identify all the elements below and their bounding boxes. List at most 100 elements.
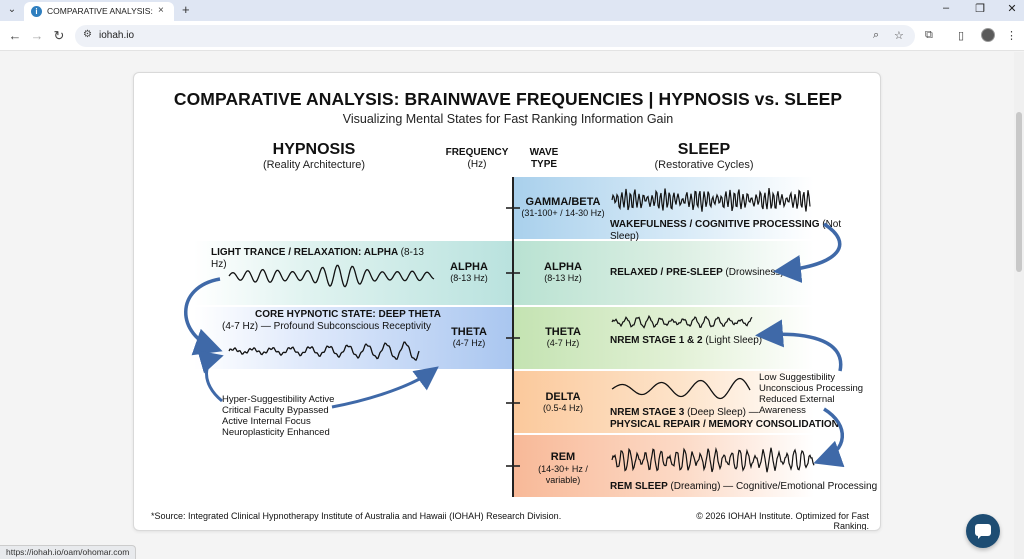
wave-delta-range: (0.5-4 Hz) bbox=[542, 403, 583, 413]
sleep-state-wake-bold: WAKEFULNESS / COGNITIVE PROCESSING bbox=[610, 219, 820, 230]
hypnosis-alpha-label: LIGHT TRANCE / RELAXATION: ALPHA (8-13 H… bbox=[211, 247, 441, 271]
freq-theta-name: THETA bbox=[451, 326, 487, 338]
wave-theta-name: THETA bbox=[545, 326, 581, 338]
hypnosis-alpha-range: (8-13 Hz) bbox=[211, 247, 424, 270]
site-settings-icon[interactable]: ⚙ bbox=[83, 29, 92, 40]
page-scrollbar[interactable] bbox=[1014, 52, 1024, 559]
address-url[interactable]: iohah.io bbox=[99, 30, 135, 41]
copyright: © 2026 IOHAH Institute. Optimized for Fa… bbox=[696, 511, 869, 531]
bookmark-star-icon[interactable]: ☆ bbox=[894, 30, 904, 42]
sleep-delta-waveform bbox=[611, 377, 751, 400]
hypnosis-theta-waveform bbox=[228, 341, 420, 361]
hypnosis-theta-desc: (4-7 Hz) — Profound Subconscious Recepti… bbox=[222, 321, 431, 332]
sleep-state-nrem3-line2: PHYSICAL REPAIR / MEMORY CONSOLIDATION bbox=[610, 419, 839, 430]
hypnosis-alpha-title: LIGHT TRANCE / RELAXATION: ALPHA bbox=[211, 247, 398, 258]
wave-alpha-name: ALPHA bbox=[544, 261, 582, 273]
back-icon[interactable]: ← bbox=[8, 28, 22, 43]
hypnosis-note: Critical Faculty Bypassed bbox=[222, 405, 329, 416]
menu-kebab-icon[interactable]: ⋮ bbox=[1006, 30, 1017, 42]
sleep-state-nrem3-rest: (Deep Sleep) — bbox=[687, 407, 759, 418]
arrow-notes-up bbox=[197, 350, 224, 403]
wave-alpha-range: (8-13 Hz) bbox=[544, 273, 582, 283]
wave-rem-name: REM bbox=[550, 451, 576, 463]
zoom-icon[interactable]: ⌕ bbox=[873, 29, 880, 41]
sleep-state-nrem12-bold: NREM STAGE 1 & 2 bbox=[610, 335, 703, 346]
tab-close-icon[interactable]: × bbox=[158, 5, 164, 16]
side-panel-icon[interactable]: ▯ bbox=[958, 30, 965, 42]
hypnosis-alpha-waveform bbox=[228, 264, 435, 288]
hypnosis-subheading: (Reality Architecture) bbox=[262, 159, 366, 171]
infographic-card: COMPARATIVE ANALYSIS: BRAINWAVE FREQUENC… bbox=[133, 72, 881, 531]
chat-bubble-icon bbox=[975, 524, 991, 539]
sleep-rem-band bbox=[514, 435, 814, 497]
chat-button[interactable] bbox=[966, 514, 1000, 548]
arrow-alpha-to-theta bbox=[184, 277, 223, 356]
sleep-subheading: (Restorative Cycles) bbox=[654, 159, 754, 171]
sleep-state-nrem3-bold: NREM STAGE 3 bbox=[610, 407, 685, 418]
restore-icon[interactable]: ❐ bbox=[975, 3, 985, 15]
sleep-heading: SLEEP bbox=[677, 141, 731, 158]
sleep-state-rem: REM SLEEP (Dreaming) — Cognitive/Emotion… bbox=[610, 481, 880, 493]
tab-search-icon[interactable]: ⌄ bbox=[7, 4, 17, 15]
new-tab-button[interactable]: + bbox=[182, 2, 190, 17]
sleep-alpha-band bbox=[514, 241, 814, 305]
profile-avatar[interactable] bbox=[981, 28, 995, 42]
arrow-notes-to-theta bbox=[331, 366, 439, 409]
infographic-subtitle: Visualizing Mental States for Fast Ranki… bbox=[342, 112, 674, 126]
frequency-heading: FREQUENCY bbox=[445, 147, 509, 158]
wave-type-heading-2: TYPE bbox=[530, 159, 558, 170]
extensions-icon[interactable]: ⧉ bbox=[925, 29, 933, 41]
hypnosis-note: Hyper-Suggestibility Active bbox=[222, 394, 335, 405]
browser-toolbar: ← → ↻ ⚙ iohah.io ⌕ ☆ ⧉ ▯ ⋮ bbox=[0, 21, 1024, 51]
sleep-state-nrem3: NREM STAGE 3 (Deep Sleep) — bbox=[610, 407, 850, 419]
sleep-theta-waveform bbox=[611, 314, 753, 329]
freq-alpha-name: ALPHA bbox=[450, 261, 488, 273]
sleep-state-nrem12: NREM STAGE 1 & 2 (Light Sleep) bbox=[610, 335, 850, 347]
sleep-gamma-waveform bbox=[611, 188, 811, 212]
hypnosis-theta-title: CORE HYPNOTIC STATE: DEEP THETA bbox=[255, 309, 441, 320]
hypnosis-notes: Hyper-Suggestibility Active Critical Fac… bbox=[222, 394, 372, 438]
sleep-gamma-band bbox=[514, 177, 814, 239]
infographic-title: COMPARATIVE ANALYSIS: BRAINWAVE FREQUENC… bbox=[173, 89, 843, 109]
wave-delta-name: DELTA bbox=[545, 391, 581, 403]
arrow-delta-to-theta bbox=[755, 319, 843, 372]
wave-rem-range: (14-30+ Hz / bbox=[538, 464, 588, 474]
sleep-state-wake-rest: (Not Sleep) bbox=[610, 219, 842, 242]
sleep-state-relaxed-rest: (Drowsiness) bbox=[725, 267, 784, 278]
wave-theta-range: (4-7 Hz) bbox=[546, 338, 580, 348]
minimize-icon[interactable]: – bbox=[942, 2, 950, 14]
wave-rem-range-2: variable) bbox=[545, 475, 581, 485]
wave-gamma-range: (31-100+ / 14-30 Hz) bbox=[521, 208, 605, 218]
sleep-state-relaxed-bold: RELAXED / PRE-SLEEP bbox=[610, 267, 723, 278]
info-favicon-icon: i bbox=[31, 6, 42, 17]
freq-alpha-range: (8-13 Hz) bbox=[450, 273, 488, 283]
hypnosis-theta-band bbox=[194, 307, 514, 369]
freq-theta-range: (4-7 Hz) bbox=[452, 338, 486, 348]
sleep-state-rem-rest: (Dreaming) — Cognitive/Emotional Process… bbox=[670, 481, 878, 492]
forward-icon[interactable]: → bbox=[30, 28, 44, 43]
reload-icon[interactable]: ↻ bbox=[53, 28, 65, 43]
frequency-unit: (Hz) bbox=[467, 159, 487, 170]
hypnosis-note: Neuroplasticity Enhanced bbox=[222, 427, 330, 438]
sleep-delta-band bbox=[514, 371, 814, 433]
tab-title: COMPARATIVE ANALYSIS: BRAI bbox=[47, 6, 153, 16]
browser-tab[interactable]: i COMPARATIVE ANALYSIS: BRAI × bbox=[24, 2, 174, 21]
waveforms-and-arrows bbox=[184, 177, 845, 497]
sleep-state-relaxed: RELAXED / PRE-SLEEP (Drowsiness) bbox=[610, 267, 850, 279]
wave-type-heading-1: WAVE bbox=[529, 147, 559, 158]
source-note: *Source: Integrated Clinical Hypnotherap… bbox=[151, 511, 562, 521]
hypnosis-heading: HYPNOSIS bbox=[272, 141, 356, 158]
sleep-rem-waveform bbox=[611, 446, 815, 473]
status-bar-url: https://iohah.io/oam/ohomar.com bbox=[0, 545, 137, 559]
sleep-state-rem-bold: REM SLEEP bbox=[610, 481, 668, 492]
close-window-icon[interactable]: ✕ bbox=[1007, 3, 1017, 15]
address-bar[interactable]: ⚙ iohah.io ⌕ ☆ bbox=[75, 25, 915, 47]
sleep-state-wake: WAKEFULNESS / COGNITIVE PROCESSING (Not … bbox=[610, 219, 870, 243]
wave-gamma-name: GAMMA/BETA bbox=[525, 196, 601, 208]
scrollbar-thumb[interactable] bbox=[1016, 112, 1022, 272]
hypnosis-alpha-band bbox=[194, 241, 514, 305]
sleep-note: Unconscious Processing bbox=[759, 383, 864, 394]
arrow-gamma-to-alpha bbox=[773, 222, 842, 283]
sleep-note: Low Suggestibility bbox=[759, 372, 836, 383]
hypnosis-note: Active Internal Focus bbox=[222, 416, 311, 427]
